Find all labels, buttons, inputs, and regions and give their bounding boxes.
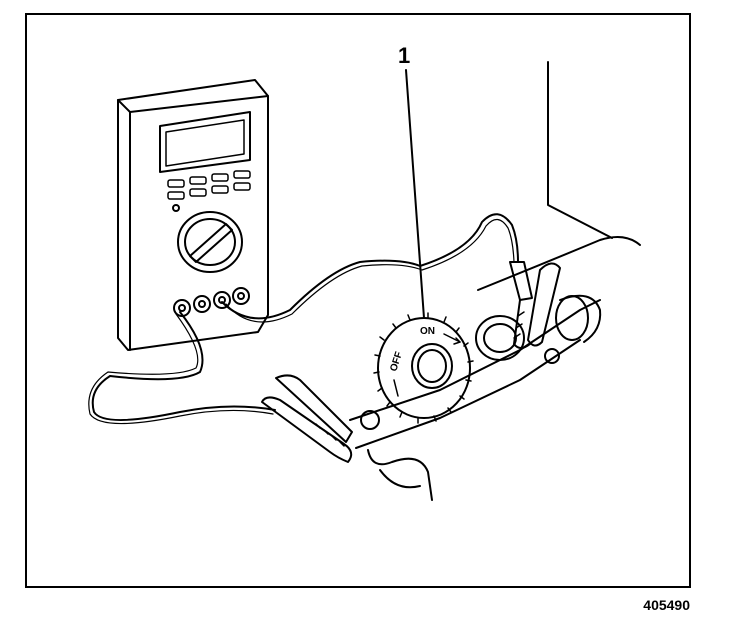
mounting-panel <box>477 61 641 291</box>
meter-jacks <box>173 287 250 317</box>
diagram-frame <box>25 13 691 588</box>
switch-bracket <box>349 294 602 501</box>
knob-on-label: ON <box>420 326 435 337</box>
rotary-switch-icon: ON OFF <box>373 312 474 424</box>
knob-off-label: OFF <box>388 351 405 373</box>
callout-label: 1 <box>398 43 411 68</box>
alligator-clip-icon <box>261 374 353 463</box>
reference-number: 405490 <box>643 597 690 613</box>
callout-leader-line <box>405 69 425 319</box>
multimeter-icon <box>117 79 269 351</box>
meter-dial-icon <box>177 211 243 273</box>
test-lead-negative <box>88 311 276 425</box>
meter-buttons <box>167 170 251 200</box>
test-lead-positive <box>221 213 519 323</box>
